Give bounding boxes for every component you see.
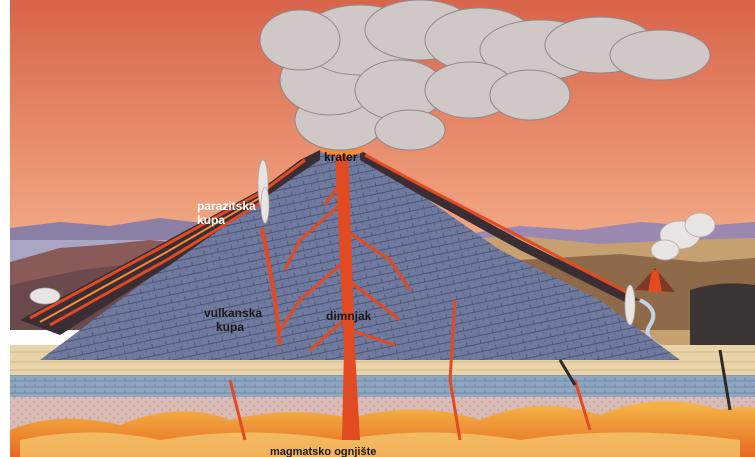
stratum-blue [10, 375, 755, 397]
label-parazitska-kupa-line2: kupa [197, 213, 225, 227]
label-vulkanska-kupa-line1: vulkanska [204, 306, 262, 320]
label-dimnjak: dimnjak [326, 309, 371, 323]
label-vulkanska-kupa-line2: kupa [216, 320, 244, 334]
label-krater: krater [324, 150, 357, 164]
label-magmatsko-ognjiste: magmatsko ognjište [270, 445, 376, 457]
label-parazitska-kupa-line1: parazitska [197, 199, 256, 213]
